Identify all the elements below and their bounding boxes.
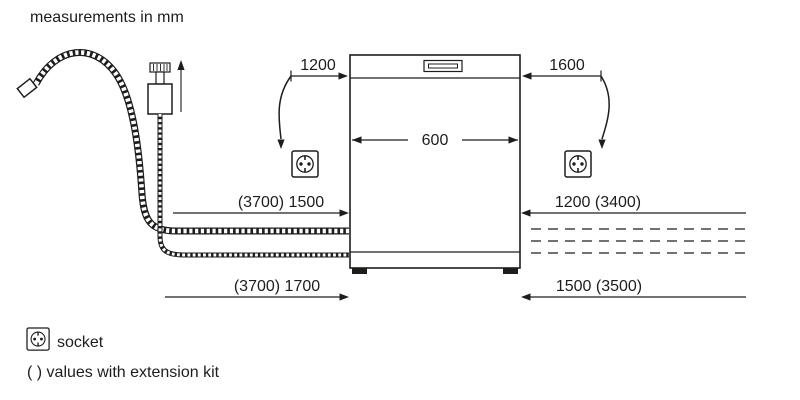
foot-right — [503, 268, 518, 274]
arrow-down-icon — [277, 139, 285, 149]
arrow-left-icon — [352, 136, 362, 144]
arrow-left-icon — [521, 293, 531, 301]
cord-curve — [600, 75, 610, 140]
arrow-right-icon — [339, 293, 349, 301]
right-cord-dimension: 1600 — [522, 57, 610, 178]
arrow-left-icon — [522, 72, 532, 80]
cord-left-label: 1200 — [300, 57, 336, 74]
socket-icon — [291, 150, 319, 178]
water-tap-icon — [147, 60, 185, 115]
left-lower-dimension: (3700) 1700 — [165, 278, 349, 301]
right-lower-label: 1500 (3500) — [556, 278, 642, 295]
arrow-right-icon — [508, 136, 518, 144]
supply-hose — [157, 114, 349, 258]
arrow-up-icon — [177, 60, 185, 70]
arrow-right-icon — [339, 209, 349, 217]
right-lower-dimension: 1500 (3500) — [521, 278, 746, 301]
supply-hose-corrugation — [158, 114, 349, 257]
drain-hose-corrugation — [33, 50, 349, 234]
legend-socket-label: socket — [57, 334, 104, 351]
width-dimension: 600 — [352, 132, 518, 149]
width-label: 600 — [422, 132, 449, 149]
arrow-left-icon — [521, 209, 531, 217]
aquastop-box — [147, 83, 173, 115]
right-upper-dimension: 1200 (3400) — [521, 194, 746, 217]
left-cord-dimension: 1200 — [277, 57, 348, 178]
foot-left — [352, 268, 367, 274]
handle-inner — [428, 63, 458, 69]
left-lower-label: (3700) 1700 — [234, 278, 320, 295]
left-upper-label: (3700) 1500 — [238, 194, 324, 211]
legend-extension-note: ( ) values with extension kit — [27, 364, 220, 381]
socket-icon — [26, 327, 50, 351]
hose-end-connector — [16, 77, 38, 99]
arrow-right-icon — [338, 72, 348, 80]
dishwasher-outline — [349, 54, 521, 269]
legend: socket ( ) values with extension kit — [26, 327, 220, 381]
cord-right-label: 1600 — [549, 57, 585, 74]
left-upper-dimension: (3700) 1500 — [173, 194, 349, 217]
arrow-down-icon — [598, 139, 606, 149]
door-handle — [423, 59, 463, 73]
dishwasher — [349, 54, 521, 274]
cord-curve — [278, 75, 292, 140]
corrugated-hose — [16, 49, 349, 235]
socket-icon — [564, 150, 592, 178]
right-upper-label: 1200 (3400) — [555, 194, 641, 211]
extension-dashed-lines — [531, 228, 746, 254]
measurements-note: measurements in mm — [30, 9, 184, 26]
